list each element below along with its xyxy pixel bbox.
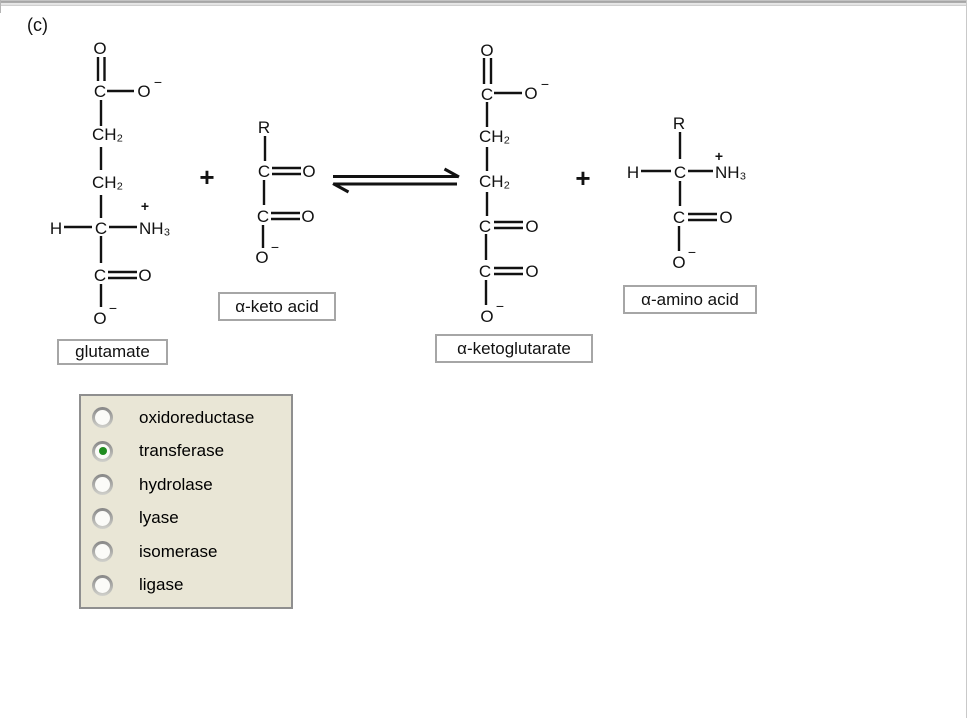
keto-acid-label-box: α-keto acid [218,292,336,321]
atom-c: C [95,219,107,238]
atom-o: O [255,248,268,267]
minus-charge: − [271,239,279,255]
plus-sign: + [575,163,590,193]
atom-ch2: CH₂ [479,172,510,191]
radio-button[interactable] [92,407,113,429]
atom-ch2: CH₂ [92,173,123,192]
top-divider [0,0,967,6]
plus-charge: + [141,198,149,214]
atom-o: O [672,253,685,272]
minus-charge: − [496,298,504,314]
atom-o: O [302,162,315,181]
radio-selected-dot [98,447,107,456]
atom-o: O [301,207,314,226]
minus-charge: − [688,244,696,260]
atom-c: C [257,207,269,226]
radio-option-isomerase[interactable]: isomerase [92,535,291,569]
minus-charge: − [109,300,117,316]
atom-o: O [137,82,150,101]
atom-o: O [524,84,537,103]
atom-c: C [94,266,106,285]
radio-option-ligase[interactable]: ligase [92,569,291,603]
amino-acid-structure: R + H C NH₃ C O O − [627,114,747,272]
radio-button[interactable] [92,574,113,596]
atom-c: C [479,217,491,236]
reaction-scheme: O C O − CH₂ CH₂ + H C NH₃ C O O − + R [50,39,747,328]
atom-nh3: NH₃ [715,163,746,182]
answer-radio-group: oxidoreductase transferase hydrolase lya… [79,394,293,609]
atom-r: R [258,118,270,137]
part-label: (c) [27,15,48,35]
glutamate-label: glutamate [75,342,150,361]
minus-charge: − [541,76,549,92]
atom-c: C [258,162,270,181]
left-edge-line [0,0,1,13]
radio-option-hydrolase[interactable]: hydrolase [92,468,291,502]
atom-o: O [480,41,493,60]
radio-option-label: oxidoreductase [139,407,255,427]
atom-r: R [673,114,685,133]
forward-arrow [333,167,460,179]
ketoglutarate-label: α-ketoglutarate [457,338,571,358]
radio-button[interactable] [92,474,113,496]
atom-c: C [479,262,491,281]
radio-option-label: lyase [139,508,179,528]
radio-button[interactable] [92,541,113,563]
keto-acid-structure: R C O C O O − [255,118,315,267]
atom-h: H [50,219,62,238]
radio-button[interactable] [92,440,113,462]
radio-option-label: hydrolase [139,474,213,494]
plus-sign: + [199,162,214,192]
minus-charge: − [154,74,162,90]
glutamate-structure: O C O − CH₂ CH₂ + H C NH₃ C O O − [50,39,171,328]
radio-option-label: ligase [139,575,184,595]
radio-button[interactable] [92,507,113,529]
radio-option-lyase[interactable]: lyase [92,502,291,536]
atom-o: O [480,307,493,326]
atom-ch2: CH₂ [479,127,510,146]
atom-o: O [93,39,106,58]
keto-acid-label: α-keto acid [235,296,319,316]
amino-acid-label: α-amino acid [641,289,739,309]
atom-o: O [719,208,732,227]
atom-c: C [481,85,493,104]
radio-option-transferase[interactable]: transferase [92,435,291,469]
atom-o: O [93,309,106,328]
atom-c: C [94,82,106,101]
radio-option-oxidoreductase[interactable]: oxidoreductase [92,401,291,435]
radio-option-label: isomerase [139,541,218,561]
glutamate-label-box: glutamate [57,339,168,365]
ketoglutarate-structure: O C O − CH₂ CH₂ C O C O O − [479,41,549,326]
radio-option-label: transferase [139,441,225,461]
atom-o: O [138,266,151,285]
plus-charge: + [715,148,723,164]
atom-o: O [525,262,538,281]
equilibrium-arrows [332,167,460,194]
atom-h: H [627,163,639,182]
atom-c: C [674,163,686,182]
atom-nh3: NH₃ [139,219,170,238]
atom-c: C [673,208,685,227]
reverse-arrow [332,182,457,194]
ketoglutarate-label-box: α-ketoglutarate [435,334,593,363]
atom-o: O [525,217,538,236]
amino-acid-label-box: α-amino acid [623,285,757,314]
atom-ch2: CH₂ [92,125,123,144]
